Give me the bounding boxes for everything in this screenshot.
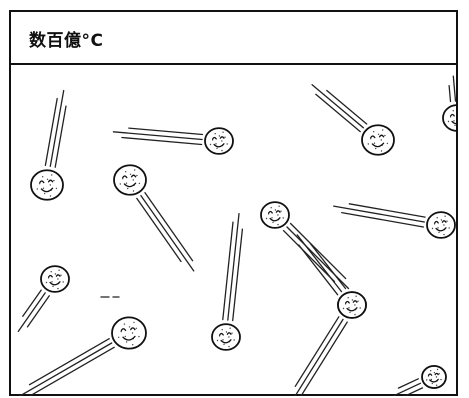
motion-trail xyxy=(26,295,50,328)
molecule xyxy=(18,316,147,396)
molecule-body xyxy=(40,265,70,293)
motion-trail xyxy=(311,84,365,129)
motion-trail xyxy=(44,97,58,167)
motion-trail xyxy=(22,289,42,317)
molecule-body xyxy=(421,365,447,389)
molecule-body xyxy=(426,211,456,239)
molecule xyxy=(442,75,456,132)
motion-trail xyxy=(326,89,368,125)
motion-trail xyxy=(54,105,67,168)
motion-trail xyxy=(128,127,204,136)
molecule xyxy=(391,365,447,396)
molecule-scene xyxy=(17,75,456,396)
motion-trail xyxy=(298,244,339,296)
motion-trail xyxy=(341,211,425,228)
motion-trail xyxy=(294,316,340,387)
molecule xyxy=(211,213,244,351)
motion-trail xyxy=(294,318,344,396)
motion-trail xyxy=(448,84,452,103)
motion-trail xyxy=(348,203,426,218)
molecule xyxy=(113,164,195,272)
motion-trail xyxy=(286,226,350,290)
motion-trail xyxy=(391,382,422,396)
motion-trail xyxy=(296,234,343,293)
motion-trail xyxy=(121,136,203,146)
molecule-body xyxy=(260,201,290,229)
motion-trail xyxy=(144,192,194,262)
motion-trail xyxy=(452,75,456,102)
motion-trail xyxy=(282,229,336,283)
motion-trail xyxy=(18,342,113,396)
motion-trail xyxy=(136,197,182,263)
molecule-body xyxy=(361,124,395,156)
illustration-panel: 数百億°C xyxy=(9,10,458,396)
molecule-body xyxy=(113,164,147,196)
molecule-body xyxy=(30,169,64,201)
panel-title: 数百億°C xyxy=(29,31,104,51)
motion-trail xyxy=(140,194,195,272)
motion-trail xyxy=(28,338,110,386)
motion-trail xyxy=(49,89,65,167)
motion-trail xyxy=(227,213,240,321)
molecule-body xyxy=(204,127,234,155)
molecule xyxy=(333,203,456,239)
motion-trail xyxy=(112,131,203,141)
motion-trail xyxy=(300,321,348,396)
motion-trail xyxy=(232,228,244,322)
molecule-body xyxy=(337,291,367,319)
molecule xyxy=(30,89,67,201)
molecule xyxy=(17,265,70,333)
molecule xyxy=(112,127,234,155)
motion-trail xyxy=(333,205,425,223)
panel-header: 数百億°C xyxy=(11,12,456,65)
motion-trail xyxy=(17,292,46,333)
motion-trail xyxy=(315,93,361,133)
motion-trail xyxy=(222,221,234,321)
motion-trail xyxy=(28,346,115,396)
molecule-body xyxy=(211,323,241,351)
motion-trail xyxy=(397,378,419,389)
motion-trail xyxy=(289,222,347,280)
molecule xyxy=(311,84,395,156)
molecule-body xyxy=(442,104,456,132)
molecule xyxy=(294,291,367,396)
molecule-body xyxy=(111,316,147,350)
motion-trail xyxy=(309,242,347,290)
motion-trail xyxy=(403,387,424,396)
